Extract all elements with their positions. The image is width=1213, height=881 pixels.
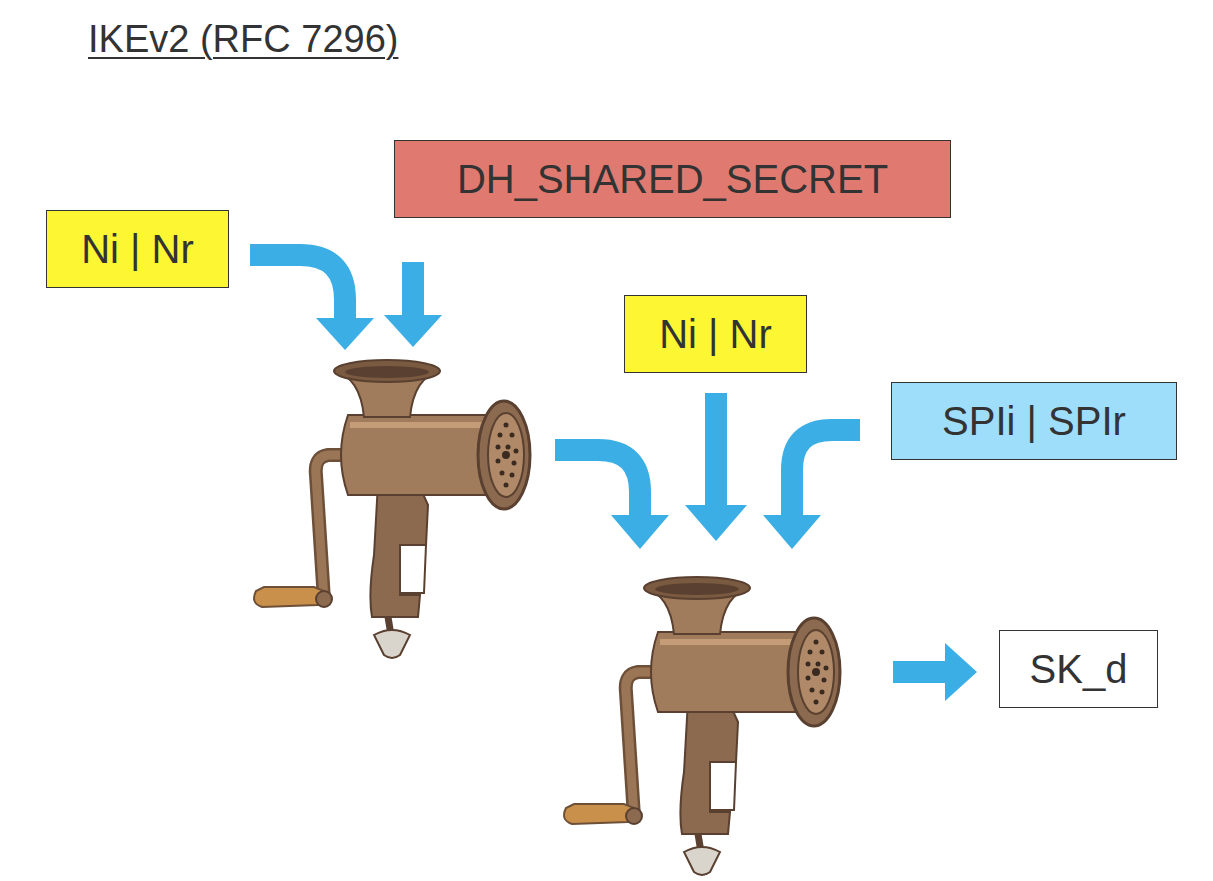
box-text: DH_SHARED_SECRET	[457, 157, 888, 201]
spi-box: SPIi | SPIr	[891, 382, 1177, 460]
meat-grinder-1	[254, 360, 530, 658]
arrow-shaft	[893, 661, 947, 683]
arrow-head	[763, 515, 821, 549]
arrow-head	[685, 505, 747, 541]
arrow-shaft	[555, 450, 640, 517]
nonce-box: Ni | Nr	[624, 295, 807, 373]
arrow-head	[384, 315, 442, 347]
diagram-title: IKEv2 (RFC 7296)	[88, 18, 398, 61]
box-text: SPIi | SPIr	[942, 399, 1126, 443]
arrow-shaft	[792, 430, 860, 517]
arrow-head	[316, 318, 374, 350]
arrow-head	[945, 643, 977, 701]
output-key-box: SK_d	[999, 630, 1158, 708]
meat-grinder-2	[564, 577, 840, 875]
secret-box: DH_SHARED_SECRET	[394, 140, 951, 218]
arrow-shaft	[250, 255, 345, 320]
box-text: Ni | Nr	[81, 227, 194, 271]
box-text: SK_d	[1030, 647, 1128, 691]
flow-arrows	[250, 255, 947, 672]
arrow-head	[611, 515, 669, 549]
arrow-shaft	[705, 393, 727, 507]
box-text: Ni | Nr	[659, 312, 772, 356]
nonce-box: Ni | Nr	[46, 210, 229, 288]
arrow-shaft	[402, 262, 424, 317]
